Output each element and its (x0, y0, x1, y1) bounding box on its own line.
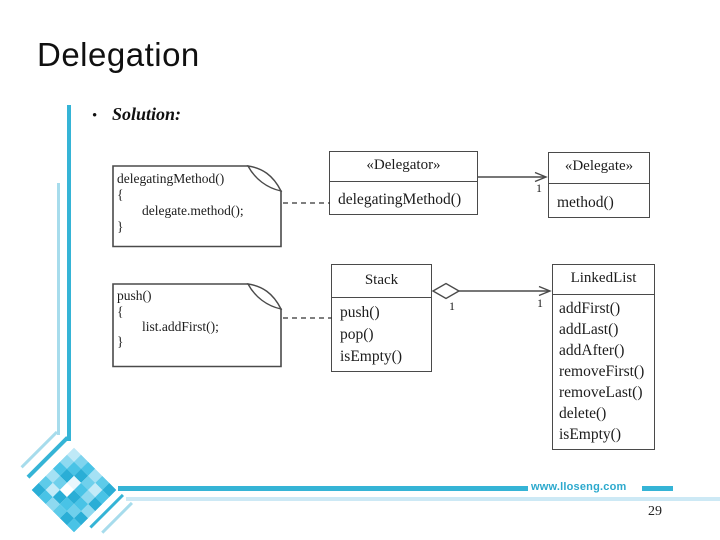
class-method: removeFirst() (559, 363, 645, 380)
class-method: method() (557, 194, 614, 211)
note-line: list.addFirst(); (142, 319, 219, 334)
footer-line-main (118, 486, 528, 491)
class-delegate: «Delegate» method() (548, 152, 650, 218)
note-line: { (117, 187, 124, 202)
multiplicity-label: 1 (537, 296, 543, 310)
multiplicity-label: 1 (536, 181, 542, 195)
class-name: LinkedList (553, 265, 654, 295)
bullet-dot: • (92, 108, 98, 124)
note-shape (112, 165, 283, 248)
footer-url: www.lloseng.com (531, 481, 627, 493)
note-line: } (117, 334, 124, 349)
page-number: 29 (648, 504, 662, 519)
note-shape (112, 283, 283, 368)
class-name: Stack (332, 265, 431, 298)
class-method: addLast() (559, 321, 619, 338)
class-linkedlist: LinkedList addFirst() addLast() addAfter… (552, 264, 655, 450)
class-delegator: «Delegator» delegatingMethod() (329, 151, 478, 215)
note-line: } (117, 219, 124, 234)
class-method: delete() (559, 405, 607, 422)
note-line: delegatingMethod() (117, 171, 225, 186)
footer-line-short (642, 486, 673, 491)
class-method: isEmpty() (559, 426, 621, 443)
class-name: «Delegator» (330, 152, 477, 182)
class-stack: Stack push() pop() isEmpty() (331, 264, 432, 372)
class-method: push() (340, 304, 380, 321)
note-delegating-method: delegatingMethod() { delegate.method(); … (112, 165, 283, 248)
class-method: removeLast() (559, 384, 643, 401)
multiplicity-label: 1 (449, 299, 455, 313)
left-accent-line-main (67, 105, 71, 441)
aggregation-diamond (431, 282, 461, 300)
note-line: delegate.method(); (142, 203, 244, 218)
footer-line-light (126, 497, 720, 501)
class-method: isEmpty() (340, 348, 402, 365)
arrowhead-linkedlist (538, 285, 552, 297)
left-accent-line-light (57, 183, 60, 435)
note-line: { (117, 304, 124, 319)
class-method: addAfter() (559, 342, 625, 359)
class-method: pop() (340, 326, 374, 343)
note-line: push() (117, 288, 152, 303)
bullet-label: Solution: (112, 104, 182, 124)
class-method: addFirst() (559, 300, 621, 317)
class-name: «Delegate» (549, 153, 649, 184)
slide-title: Delegation (37, 36, 200, 73)
bottom-diagonal-light (101, 502, 133, 534)
note-push: push() { list.addFirst(); } (112, 283, 283, 368)
class-method: delegatingMethod() (338, 191, 462, 208)
